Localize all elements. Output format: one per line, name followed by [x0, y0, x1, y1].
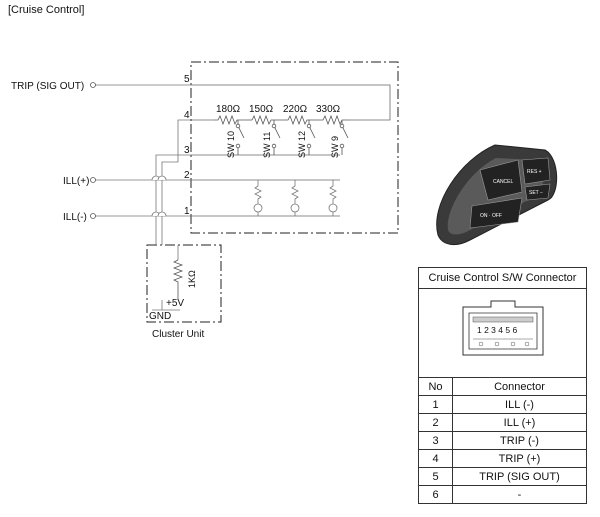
cluster-unit-label: Cluster Unit [152, 329, 204, 340]
row-connector: - [452, 485, 587, 504]
pin-3-label: 3 [184, 145, 190, 156]
terminal-circles [90, 82, 96, 219]
res-button-label: RES + [527, 169, 542, 175]
row-connector: ILL (+) [452, 413, 587, 432]
onoff-button-label: ON · OFF [480, 213, 502, 219]
cluster-resistor-label: 1KΩ [187, 270, 197, 288]
pin-2-label: 2 [184, 170, 190, 181]
table-row: 6 - [418, 485, 587, 504]
switch-nodes [235, 123, 345, 149]
resistor-1-value: 180Ω [216, 104, 241, 115]
connector-table: Cruise Control S/W Connector 1 2 3 4 5 6… [418, 267, 587, 504]
cluster-unit-boundary [146, 244, 222, 323]
resistor-3-value: 220Ω [283, 104, 308, 115]
ill-plus-label: ILL(+) [63, 176, 89, 187]
internal-bus [191, 84, 391, 217]
pin-1-label: 1 [184, 206, 190, 217]
cluster-voltage-label: +5V [166, 298, 184, 309]
connector-table-title: Cruise Control S/W Connector [418, 267, 587, 289]
table-row: 2 ILL (+) [418, 413, 587, 432]
resistor-2-value: 150Ω [249, 104, 274, 115]
cruise-switch-illustration: CANCEL RES + SET − ON · OFF [436, 144, 558, 246]
switch-sw11-label: SW 11 [262, 132, 272, 158]
col-header-no: No [418, 377, 453, 396]
set-button-label: SET − [529, 190, 543, 196]
resistor-ladder [214, 114, 350, 126]
row-no: 3 [418, 431, 453, 450]
illumination-leds [253, 180, 338, 216]
table-row: 1 ILL (-) [418, 395, 587, 414]
switch-module-boundary [190, 61, 399, 234]
pin-5-label: 5 [184, 74, 190, 85]
connector-icon: 1 2 3 4 5 6 [462, 300, 543, 355]
page-title: [Cruise Control] [8, 4, 85, 16]
connector-pin-numbers: 1 2 3 4 5 6 [477, 325, 517, 335]
resistor-values: 180Ω 150Ω 220Ω 330Ω [216, 104, 341, 115]
row-no: 4 [418, 449, 453, 468]
row-no: 5 [418, 467, 453, 486]
cluster-gnd-label: GND [149, 311, 171, 322]
table-row: 4 TRIP (+) [418, 449, 587, 468]
row-no: 6 [418, 485, 453, 504]
wire-crossings [151, 175, 167, 217]
row-connector: TRIP (-) [452, 431, 587, 450]
resistor-4-value: 330Ω [316, 104, 341, 115]
col-header-connector: Connector [452, 377, 587, 396]
table-row: 3 TRIP (-) [418, 431, 587, 450]
row-connector: TRIP (+) [452, 449, 587, 468]
ill-minus-label: ILL(-) [63, 212, 87, 223]
row-connector: TRIP (SIG OUT) [452, 467, 587, 486]
cluster-resistor [172, 259, 184, 300]
switch-sw10-label: SW 10 [226, 131, 236, 158]
table-row: 5 TRIP (SIG OUT) [418, 467, 587, 486]
pin-4-label: 4 [184, 110, 190, 121]
switch-labels: SW 10 SW 11 SW 12 SW 9 [226, 131, 340, 158]
row-no: 1 [418, 395, 453, 414]
row-connector: ILL (-) [452, 395, 587, 414]
trip-sig-out-label: TRIP (SIG OUT) [11, 81, 84, 92]
row-no: 2 [418, 413, 453, 432]
switch-sw12-label: SW 12 [297, 131, 307, 158]
cancel-button-label: CANCEL [493, 179, 514, 185]
pin-labels: 5 4 3 2 1 [184, 74, 190, 217]
external-wires [95, 84, 191, 311]
connector-diagram-cell: 1 2 3 4 5 6 [418, 288, 587, 378]
switch-sw9-label: SW 9 [330, 136, 340, 158]
